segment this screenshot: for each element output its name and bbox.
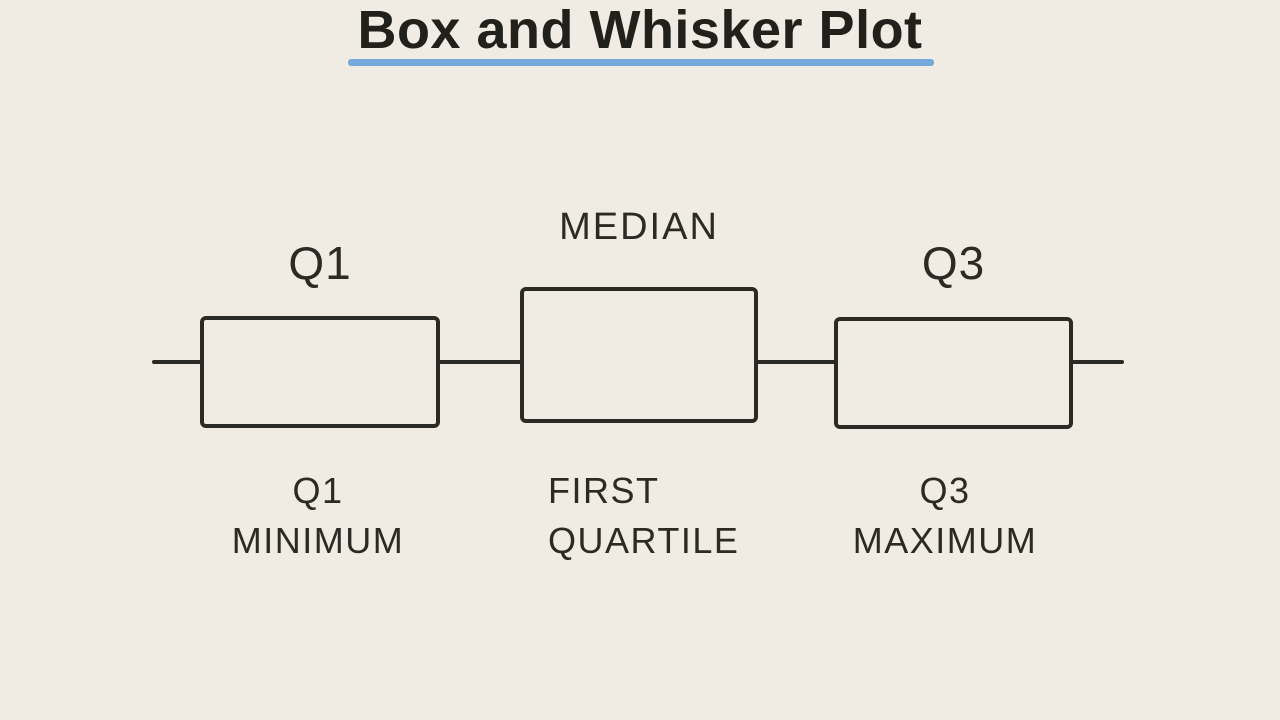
label-q3-maximum-line2: MAXIMUM — [852, 520, 1038, 561]
page-title: Box and Whisker Plot — [357, 0, 923, 60]
right-whisker-line — [1071, 360, 1124, 364]
connector-line-right — [756, 360, 836, 364]
label-q3-maximum: Q3 MAXIMUM — [825, 466, 1065, 566]
box-q3 — [834, 317, 1073, 429]
box-q1 — [200, 316, 440, 428]
box-median — [520, 287, 758, 423]
connector-line-left — [438, 360, 522, 364]
label-median-top: MEDIAN — [559, 206, 719, 248]
label-q1-minimum: Q1 MINIMUM — [198, 466, 438, 566]
label-q3-maximum-line1: Q3 — [919, 470, 971, 511]
label-first-quartile-line2: QUARTILE — [548, 520, 740, 561]
left-whisker-line — [152, 360, 202, 364]
label-q1-minimum-line2: MINIMUM — [231, 520, 405, 561]
label-q1-minimum-line1: Q1 — [292, 470, 344, 511]
label-q3-top: Q3 — [921, 237, 986, 289]
title-underline — [348, 59, 934, 66]
label-first-quartile-line1: FIRST — [548, 470, 660, 511]
label-q1-top: Q1 — [288, 237, 352, 289]
label-first-quartile: FIRST QUARTILE — [548, 466, 739, 566]
